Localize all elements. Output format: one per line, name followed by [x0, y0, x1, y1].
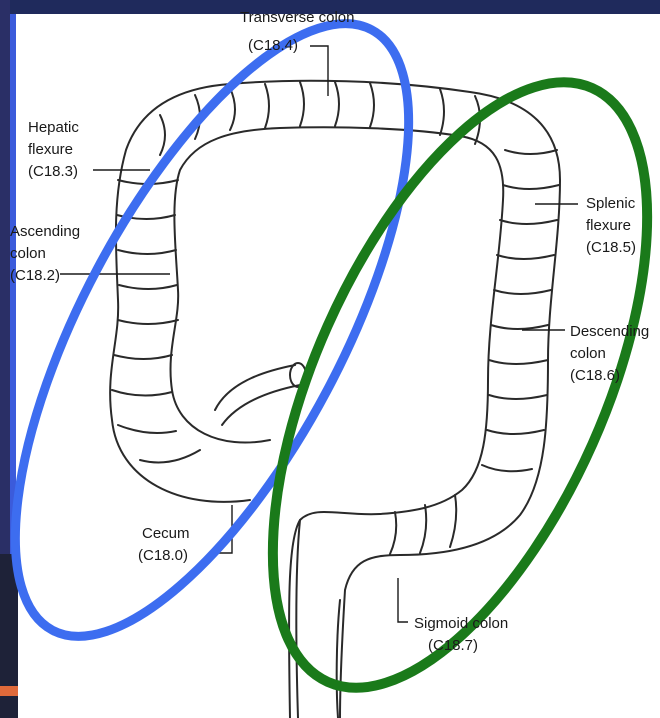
label-ascending-colon: Ascending [10, 222, 80, 241]
label-ascending-colon-2: colon [10, 244, 46, 263]
label-splenic-flexure: Splenic [586, 194, 635, 213]
label-transverse-colon: Transverse colon [240, 8, 355, 27]
label-descending-code: (C18.6) [570, 366, 620, 385]
appendix [215, 365, 300, 425]
label-ascending-code: (C18.2) [10, 266, 60, 285]
label-hepatic-code: (C18.3) [28, 162, 78, 181]
label-descending-colon: Descending [570, 322, 649, 341]
label-cecum: Cecum [142, 524, 190, 543]
label-transverse-code: (C18.4) [248, 36, 298, 55]
label-hepatic-flexure-2: flexure [28, 140, 73, 159]
left-side-highlight-ellipse [0, 0, 486, 691]
label-sigmoid-code: (C18.7) [428, 636, 478, 655]
leader-sigmoid [398, 578, 408, 622]
leader-transverse [310, 46, 328, 96]
label-splenic-code: (C18.5) [586, 238, 636, 257]
label-splenic-flexure-2: flexure [586, 216, 631, 235]
label-sigmoid-colon: Sigmoid colon [414, 614, 508, 633]
label-hepatic-flexure: Hepatic [28, 118, 79, 137]
label-cecum-code: (C18.0) [138, 546, 188, 565]
label-descending-colon-2: colon [570, 344, 606, 363]
